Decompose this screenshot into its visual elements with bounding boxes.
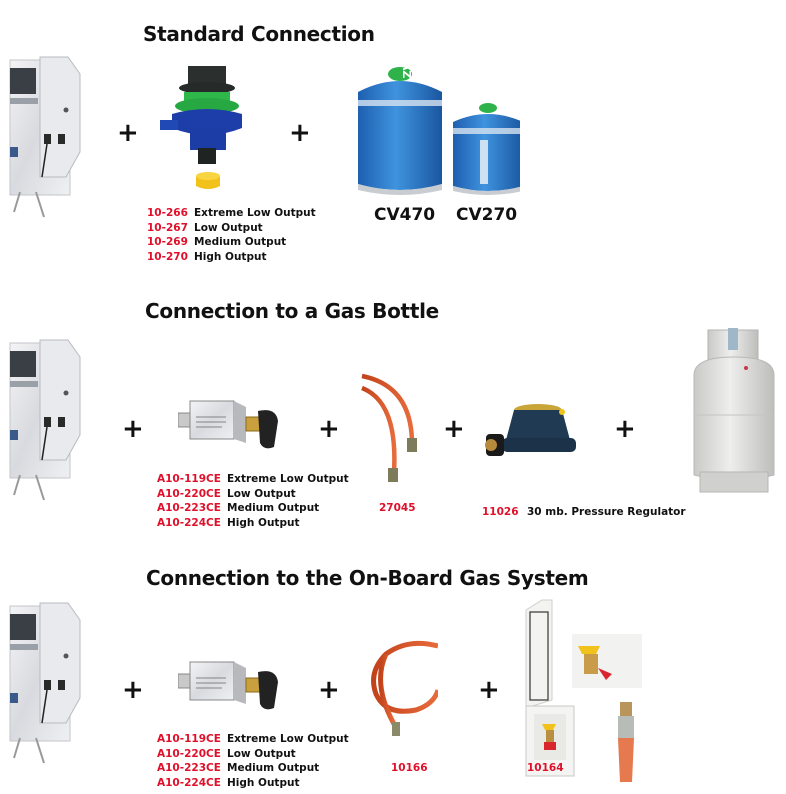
part-code: 10-269 [147,236,188,248]
code-row: A10-224CE High Output [157,776,349,791]
section-title-gas-bottle: Connection to a Gas Bottle [145,299,439,323]
section-title-onboard: Connection to the On-Board Gas System [146,566,589,590]
plus-sign: + [478,675,500,705]
bbq-grill-icon [9,602,81,764]
part-code: A10-223CE [157,762,221,774]
valve-code-list: A10-119CE Extreme Low Output A10-220CE Low… [157,472,349,530]
code-row: A10-220CE Low Output [157,747,349,762]
part-code: 10-270 [147,250,188,263]
part-description: 30 mb. Pressure Regulator [526,506,686,518]
regulator-code-list: 10-266 Extreme Low Output 10-267 Low Outpu… [147,206,316,264]
plus-sign: + [318,414,340,444]
gas-bottle-icon [693,328,775,493]
part-code: 11026 [482,506,519,518]
regulator-code-row: 11026 30 mb. Pressure Regulator [482,502,686,520]
cartridge-brand: CAMPINGAZ [400,60,413,78]
bbq-grill-icon [9,339,81,501]
gas-bottle-image [688,320,778,500]
part-code: A10-220CE [157,487,221,500]
part-code: A10-224CE [157,776,221,789]
pressure-regulator-icon [485,404,576,456]
control-valve-icon [178,400,279,449]
bbq-grill-icon [9,56,81,218]
code-row: A10-119CE Extreme Low Output [157,732,349,747]
hoses-image [360,370,420,485]
part-description: Extreme Low Output [227,473,349,485]
code-row: 10-266 Extreme Low Output [147,206,316,221]
code-row: A10-224CE High Output [157,516,349,531]
plus-sign: + [122,414,144,444]
plus-sign: + [318,675,340,705]
part-description: Low Output [227,747,296,760]
part-description: Low Output [227,487,296,500]
part-code: A10-119CE [157,733,221,745]
part-code: A10-223CE [157,502,221,514]
control-valve-icon [178,661,279,710]
code-row: A10-223CE Medium Output [157,501,349,516]
cartridge-label: CV470 [374,205,436,225]
part-description: High Output [227,776,300,789]
part-code: A10-220CE [157,747,221,760]
part-description: Medium Output [194,236,287,248]
code-row: A10-223CE Medium Output [157,761,349,776]
pressure-regulator-image [482,400,582,470]
grill-image [0,52,90,227]
control-valve-image [178,395,288,460]
gas-cartridge-icon: CAMPINGAZ [358,60,520,195]
hose-part-code: 27045 [379,502,416,514]
grill-image [0,335,90,510]
hoses-icon [361,373,417,482]
code-row: 10-269 Medium Output [147,235,316,250]
regulator-valve-icon [160,66,242,189]
part-description: Low Output [194,221,263,234]
code-row: A10-220CE Low Output [157,487,349,502]
coiled-hose-image [368,638,438,743]
cartridge-label: CV270 [456,205,518,225]
part-code: 10-267 [147,221,188,234]
plus-sign: + [443,414,465,444]
part-description: Medium Output [227,762,320,774]
section-title-standard: Standard Connection [143,22,375,46]
part-description: Medium Output [227,502,320,514]
outlet-box-part-code: 10164 [527,762,564,774]
plus-sign: + [117,118,139,148]
code-row: 10-270 High Output [147,250,316,265]
part-code: A10-224CE [157,516,221,529]
plus-sign: + [122,675,144,705]
grill-image [0,598,90,773]
coiled-hose-icon [371,640,438,736]
part-description: High Output [194,250,267,263]
control-valve-image [178,656,288,721]
hose-part-code: 10166 [391,762,428,774]
part-code: A10-119CE [157,473,221,485]
gas-outlet-box-icon [525,599,642,782]
plus-sign: + [614,414,636,444]
part-description: Extreme Low Output [194,207,316,219]
gas-outlet-box-image [520,598,645,788]
valve-code-list: A10-119CE Extreme Low Output A10-220CE Low… [157,732,349,790]
regulator-image [160,58,260,200]
part-code: 10-266 [147,207,188,219]
part-description: High Output [227,516,300,529]
code-row: 10-267 Low Output [147,221,316,236]
gas-cartridges-image: CAMPINGAZ [350,60,520,200]
plus-sign: + [289,118,311,148]
part-description: Extreme Low Output [227,733,349,745]
code-row: A10-119CE Extreme Low Output [157,472,349,487]
